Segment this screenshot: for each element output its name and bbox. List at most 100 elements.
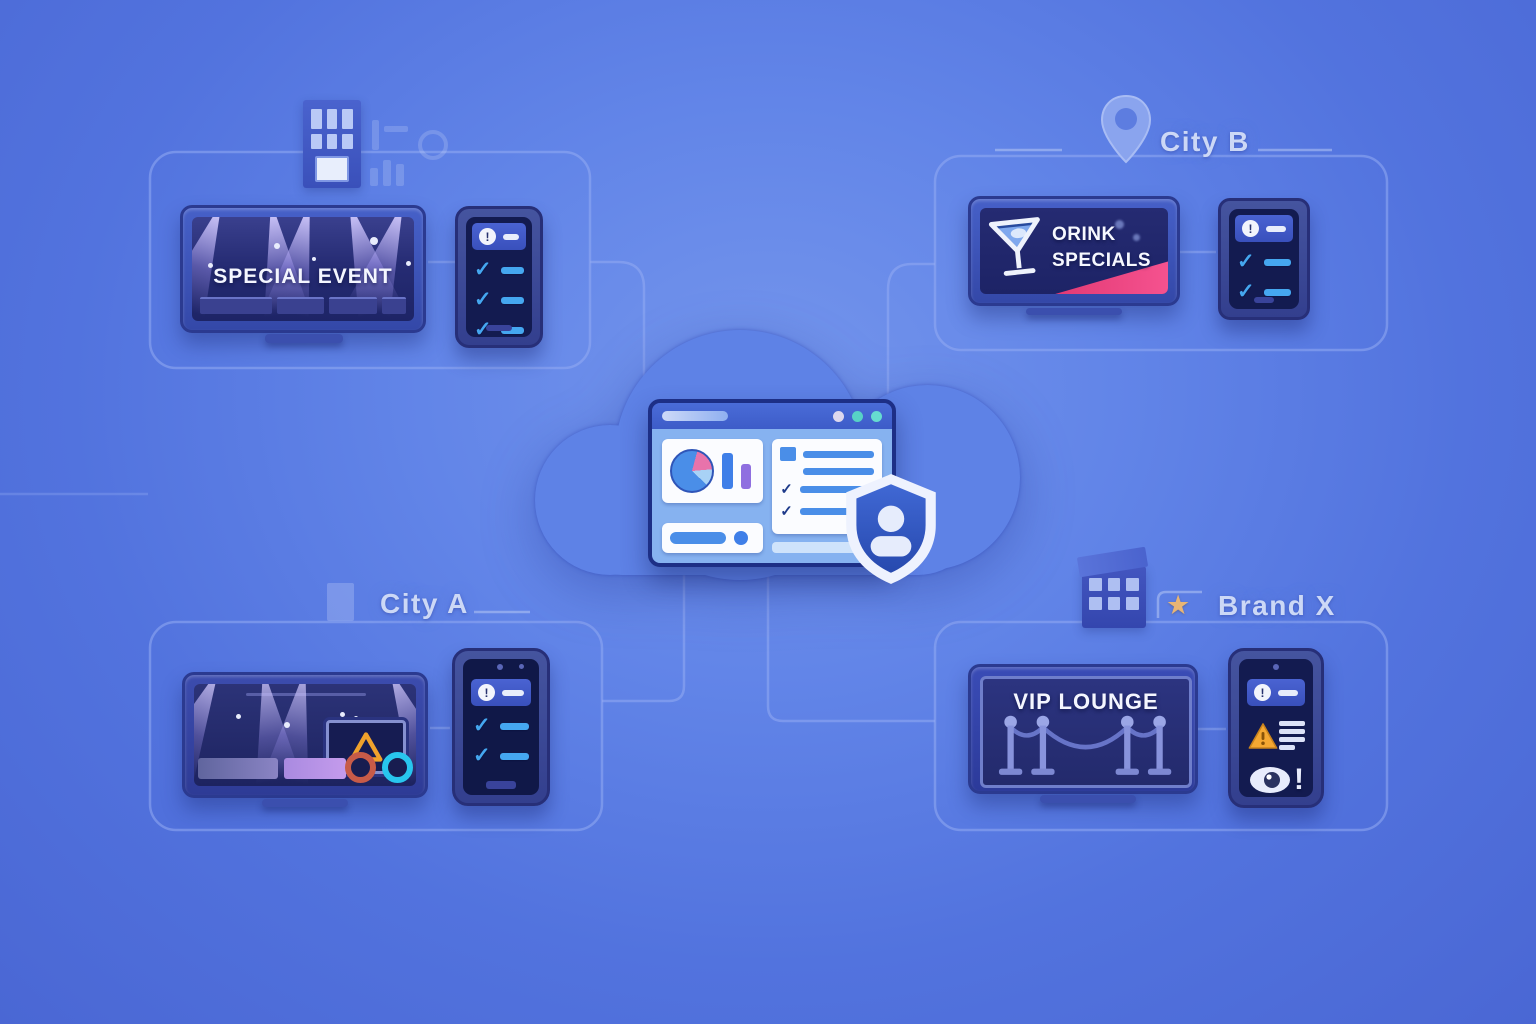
alert-banner: ! — [1247, 679, 1305, 706]
ghost-chart-bar-3 — [396, 164, 404, 186]
martini-glass-icon — [985, 213, 1049, 281]
checklist-row: ✓ — [473, 743, 529, 767]
wire-topleft-to-cloud — [590, 260, 646, 426]
star-icon: ★ — [1166, 590, 1191, 620]
building-windows — [311, 109, 353, 149]
user-shield-icon — [842, 472, 940, 586]
check-icon: ✓ — [780, 503, 793, 520]
drink-specials-tv: ORINK SPECIALS — [968, 196, 1180, 306]
alert-inset-screen — [326, 720, 406, 774]
stage-monitor-screen — [194, 684, 416, 786]
wire-cloud-to-bottomright — [766, 572, 935, 723]
companion-phone-top-left: ! ✓ ✓ ✓ — [455, 206, 543, 348]
check-icon: ✓ — [474, 317, 492, 337]
ghost-chart-bar-2 — [383, 160, 391, 186]
home-button — [1254, 297, 1274, 303]
check-icon: ✓ — [474, 287, 492, 311]
window-dot-2 — [852, 410, 863, 422]
control-knob — [734, 531, 748, 545]
alert-circle-icon: ! — [478, 684, 495, 701]
ghost-circle-icon — [418, 130, 448, 160]
ghost-bar-icon — [372, 120, 379, 150]
browser-titlebar — [652, 403, 892, 429]
alert-text-line — [1278, 689, 1298, 696]
eye-icon — [1250, 767, 1290, 793]
camera-dot — [497, 664, 503, 670]
phone-screen: ! ✓ ✓ ✓ — [466, 217, 532, 337]
checklist-row: ✓ — [1237, 279, 1291, 303]
stacked-list-icon — [1279, 718, 1305, 753]
alert-banner: ! — [1235, 215, 1293, 242]
list-badge — [780, 447, 797, 461]
record-ring-icon — [345, 752, 376, 783]
line-near-star — [1156, 590, 1202, 618]
alert-banner: ! — [472, 223, 526, 250]
vip-lounge-title: VIP LOUNGE — [1013, 689, 1159, 714]
address-pill — [662, 411, 728, 421]
checklist-row: ✓ — [474, 258, 524, 281]
group-outline-top-right — [933, 154, 1389, 352]
control-slider — [670, 532, 726, 544]
ghost-line-icon — [384, 126, 408, 132]
alert-circle-icon: ! — [1254, 684, 1271, 701]
home-button — [486, 781, 516, 789]
window-dot-3 — [871, 410, 882, 422]
camera-icon-row: ! — [1247, 763, 1305, 797]
wire-topright-to-cloud — [886, 262, 935, 420]
check-icon: ✓ — [1237, 279, 1255, 303]
group-outline-top-left — [148, 150, 592, 370]
status-bar-purple — [284, 758, 346, 779]
tv-stand — [265, 334, 343, 343]
city-a-label: City A — [380, 588, 469, 619]
ghost-chart-bar-1 — [370, 168, 378, 186]
building-door — [315, 156, 349, 182]
warning-triangle-icon — [1248, 722, 1278, 749]
tv-stand — [1040, 795, 1136, 803]
companion-phone-bottom-left: ! ✓ ✓ — [452, 648, 550, 806]
check-icon: ✓ — [473, 714, 491, 737]
alert-circle-icon: ! — [479, 228, 496, 245]
office-building-icon — [303, 100, 361, 188]
tv-stand — [262, 799, 348, 807]
bar-chart-bar-blue — [722, 453, 733, 489]
checklist-row: ✓ — [1237, 251, 1291, 272]
dashboard-content: ✓ ✓ — [652, 429, 892, 563]
alert-text-line — [1266, 225, 1286, 232]
exclamation-icon: ! — [1294, 763, 1304, 796]
status-bar-gray — [198, 758, 278, 779]
group-outline-bottom-left — [148, 620, 604, 832]
tablet-screen: ! ✓ ✓ — [1229, 209, 1299, 309]
alert-text-line — [503, 233, 519, 240]
alert-circle-icon: ! — [1242, 220, 1259, 237]
checklist-row: ✓ — [474, 317, 524, 337]
analytics-card — [662, 439, 764, 503]
home-button — [486, 325, 512, 331]
tv-stand — [1026, 308, 1122, 315]
check-icon: ✓ — [474, 258, 492, 281]
alert-icon-row — [1247, 718, 1305, 753]
stage-monitor-tv — [182, 672, 428, 798]
marquee-segments — [200, 297, 406, 314]
pie-chart-icon — [670, 449, 714, 493]
phone-screen: ! ! — [1239, 659, 1313, 797]
city-b-label: City B — [1160, 126, 1250, 157]
check-icon: ✓ — [473, 743, 491, 767]
window-controls — [833, 410, 882, 422]
vip-lounge-tv: VIP LOUNGE — [968, 664, 1198, 794]
stanchion-rope-icon — [998, 715, 1172, 775]
companion-tablet-top-right: ! ✓ ✓ — [1218, 198, 1310, 320]
group-outline-bottom-right — [933, 620, 1389, 832]
drink-line1: ORINK — [1052, 224, 1116, 245]
live-ring-icon — [382, 752, 413, 783]
drink-specials-screen: ORINK SPECIALS — [980, 208, 1168, 294]
alert-banner: ! — [471, 679, 531, 706]
bar-chart-bar-purple — [741, 464, 751, 489]
companion-phone-bottom-right: ! ! — [1228, 648, 1324, 808]
drink-specials-title: ORINK SPECIALS — [1052, 222, 1151, 273]
store-building-icon — [1076, 546, 1149, 628]
checklist-row: ✓ — [474, 287, 524, 311]
special-event-screen: SPECIAL EVENT — [192, 217, 414, 321]
checklist-row: ✓ — [473, 714, 529, 737]
